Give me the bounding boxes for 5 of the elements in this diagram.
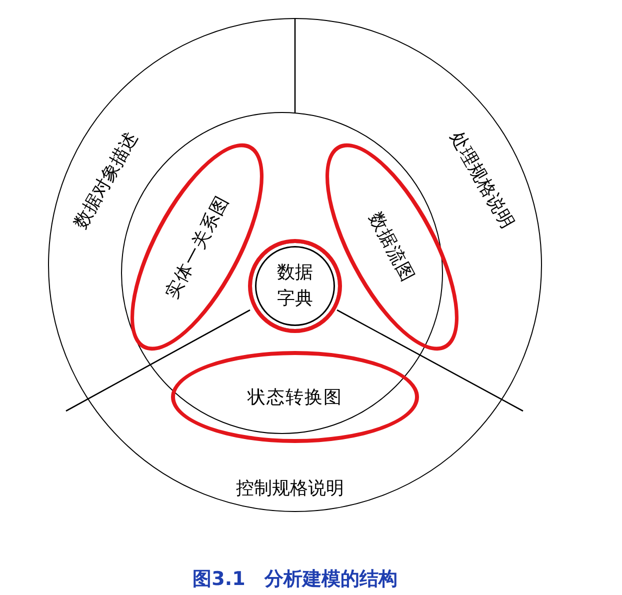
figure-caption: 图3.1 分析建模的结构 [192, 567, 398, 592]
oval: 状态转换图 [171, 351, 419, 443]
ring-label: 控制规格说明 [236, 477, 344, 500]
center-circle: 数据字典 [248, 239, 342, 333]
outer-circle [48, 18, 542, 512]
